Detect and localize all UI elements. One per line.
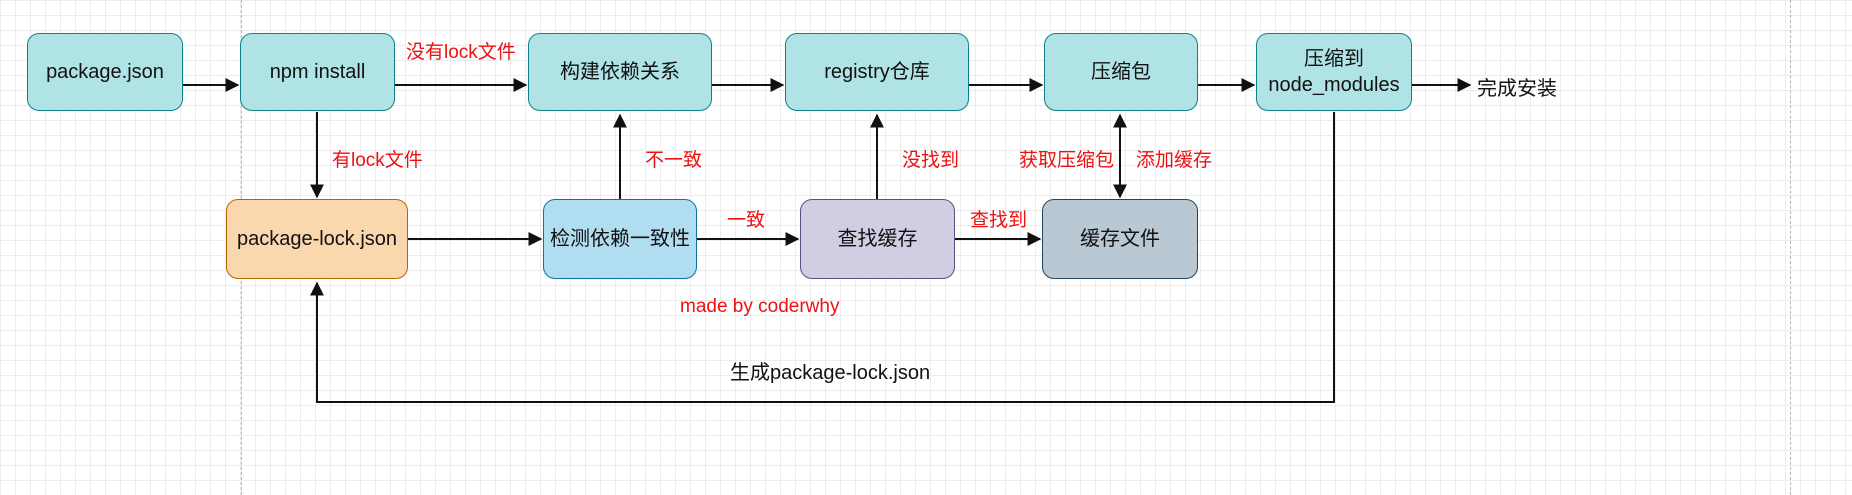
package-json-node[interactable]: package.json [27,33,183,111]
label-found: 查找到 [970,210,1028,231]
label-install-complete: 完成安装 [1477,78,1557,100]
label-get-tarball: 获取压缩包 [1019,150,1115,171]
extract-node-modules-node[interactable]: 压缩到 node_modules [1256,33,1412,111]
tarball-node[interactable]: 压缩包 [1044,33,1198,111]
build-dependencies-node[interactable]: 构建依赖关系 [528,33,712,111]
label-add-cache: 添加缓存 [1136,150,1213,171]
check-consistency-node[interactable]: 检测依赖一致性 [543,199,697,279]
npm-install-node[interactable]: npm install [240,33,395,111]
find-cache-node[interactable]: 查找缓存 [800,199,955,279]
arrow-extract-to-package-lock [310,112,1335,403]
label-has-lock-file: 有lock文件 [332,150,423,171]
label-inconsistent: 不一致 [645,150,703,171]
credit-label: made by coderwhy [680,296,840,317]
grid-guide-line [1790,0,1791,495]
package-lock-node[interactable]: package-lock.json [226,199,408,279]
label-generate-package-lock: 生成package-lock.json [730,362,931,384]
label-no-lock-file: 没有lock文件 [406,42,516,63]
label-not-found: 没找到 [902,150,960,171]
registry-node[interactable]: registry仓库 [785,33,969,111]
label-consistent: 一致 [727,210,766,231]
cache-files-node[interactable]: 缓存文件 [1042,199,1198,279]
